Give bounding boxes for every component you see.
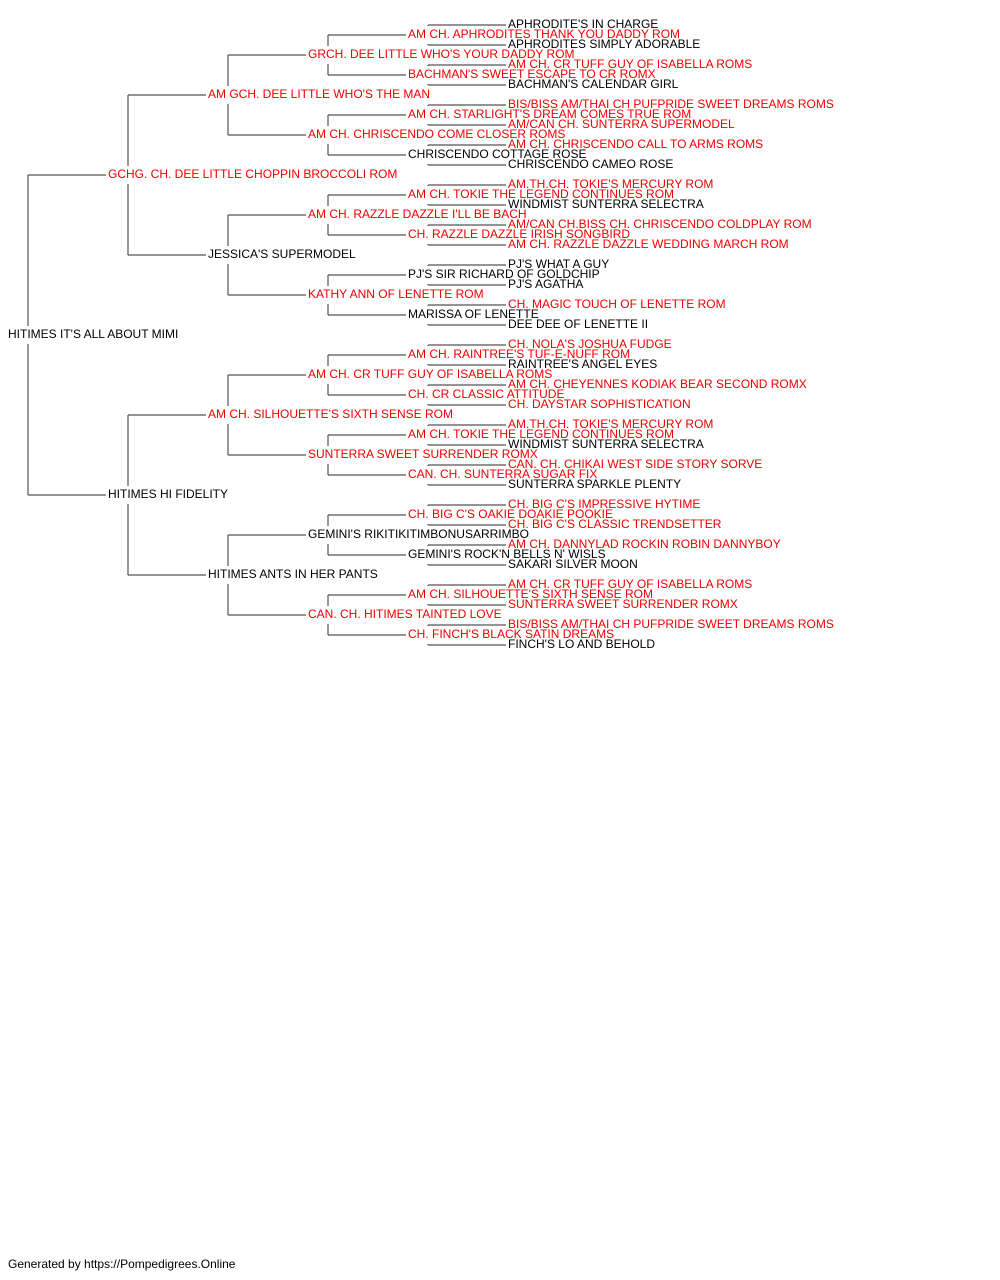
pedigree-entry-g5-6: AM CH. CHRISCENDO CALL TO ARMS ROMS bbox=[508, 137, 764, 151]
pedigree-entry-g5-30: BIS/BISS AM/THAI CH PUFPRIDE SWEET DREAM… bbox=[508, 617, 834, 631]
pedigree-entry-g4-0: AM CH. APHRODITES THANK YOU DADDY ROM bbox=[408, 27, 681, 41]
pedigree-entry-g5-26: AM CH. DANNYLAD ROCKIN ROBIN DANNYBOY bbox=[508, 537, 781, 551]
pedigree-entry-g4-8: AM CH. RAINTREE'S TUF-E-NUFF ROM bbox=[408, 347, 631, 361]
pedigree-entry-g3-6: GEMINI'S RIKITIKITIMBONUSARRIMBO bbox=[308, 527, 529, 541]
pedigree-entry-g2-2: AM CH. SILHOUETTE'S SIXTH SENSE ROM bbox=[208, 407, 453, 421]
pedigree-entry-g4-10: AM CH. TOKIE THE LEGEND CONTINUES ROM bbox=[408, 427, 675, 441]
pedigree-entry-g5-2: AM CH. CR TUFF GUY OF ISABELLA ROMS bbox=[508, 57, 753, 71]
pedigree-entry-g2-1: JESSICA'S SUPERMODEL bbox=[208, 247, 356, 261]
pedigree-entry-g4-9: CH. CR CLASSIC ATTITUDE bbox=[408, 387, 565, 401]
pedigree-entry-g4-3: CHRISCENDO COTTAGE ROSE bbox=[408, 147, 587, 161]
pedigree-entry-g1-1: HITIMES HI FIDELITY bbox=[108, 487, 229, 501]
pedigree-entry-g1-0: GCHG. CH. DEE LITTLE CHOPPIN BROCCOLI RO… bbox=[108, 167, 398, 181]
pedigree-entry-g5-15: DEE DEE OF LENETTE II bbox=[508, 317, 649, 331]
pedigree-entry-g2-0: AM GCH. DEE LITTLE WHO'S THE MAN bbox=[208, 87, 431, 101]
pedigree-entry-g5-12: PJ'S WHAT A GUY bbox=[508, 257, 610, 271]
pedigree-entry-g5-22: CAN. CH. CHIKAI WEST SIDE STORY SORVE bbox=[508, 457, 763, 471]
pedigree-entry-g4-11: CAN. CH. SUNTERRA SUGAR FIX bbox=[408, 467, 598, 481]
pedigree-entry-g5-1: APHRODITES SIMPLY ADORABLE bbox=[508, 37, 701, 51]
pedigree-entry-g4-5: CH. RAZZLE DAZZLE IRISH SONGBIRD bbox=[408, 227, 631, 241]
pedigree-entry-g4-12: CH. BIG C'S OAKIE DOAKIE POOKIE bbox=[408, 507, 614, 521]
pedigree-entry-g4-13: GEMINI'S ROCK'N BELLS N' WISLS bbox=[408, 547, 606, 561]
pedigree-entry-g4-2: AM CH. STARLIGHT'S DREAM COMES TRUE ROM bbox=[408, 107, 692, 121]
pedigree-entry-g5-20: AM.TH.CH. TOKIE'S MERCURY ROM bbox=[508, 417, 714, 431]
pedigree-entry-g4-4: AM CH. TOKIE THE LEGEND CONTINUES ROM bbox=[408, 187, 675, 201]
pedigree-entry-g5-5: AM/CAN CH. SUNTERRA SUPERMODEL bbox=[508, 117, 735, 131]
pedigree-entry-g3-4: AM CH. CR TUFF GUY OF ISABELLA ROMS bbox=[308, 367, 553, 381]
pedigree-entry-g5-3: BACHMAN'S CALENDAR GIRL bbox=[508, 77, 679, 91]
pedigree-entry-g5-24: CH. BIG C'S IMPRESSIVE HYTIME bbox=[508, 497, 701, 511]
pedigree-entry-g5-25: CH. BIG C'S CLASSIC TRENDSETTER bbox=[508, 517, 722, 531]
pedigree-entry-g5-21: WINDMIST SUNTERRA SELECTRA bbox=[508, 437, 704, 451]
generated-by-footer: Generated by https://Pompedigrees.Online bbox=[8, 1257, 236, 1271]
pedigree-entry-g0-0: HITIMES IT'S ALL ABOUT MIMI bbox=[8, 327, 179, 341]
pedigree-entry-g3-1: AM CH. CHRISCENDO COME CLOSER ROMS bbox=[308, 127, 566, 141]
pedigree-entry-g5-23: SUNTERRA SPARKLE PLENTY bbox=[508, 477, 682, 491]
pedigree-entry-g5-18: AM CH. CHEYENNES KODIAK BEAR SECOND ROMX bbox=[508, 377, 807, 391]
pedigree-entry-g4-7: MARISSA OF LENETTE bbox=[408, 307, 539, 321]
pedigree-entry-g5-19: CH. DAYSTAR SOPHISTICATION bbox=[508, 397, 691, 411]
pedigree-entry-g5-10: AM/CAN CH.BISS CH. CHRISCENDO COLDPLAY R… bbox=[508, 217, 812, 231]
pedigree-entry-g5-8: AM.TH.CH. TOKIE'S MERCURY ROM bbox=[508, 177, 714, 191]
pedigree-entry-g4-14: AM CH. SILHOUETTE'S SIXTH SENSE ROM bbox=[408, 587, 653, 601]
pedigree-entry-g3-2: AM CH. RAZZLE DAZZLE I'LL BE BACH bbox=[308, 207, 527, 221]
pedigree-entry-g5-0: APHRODITE'S IN CHARGE bbox=[508, 17, 659, 31]
pedigree-entry-g2-3: HITIMES ANTS IN HER PANTS bbox=[208, 567, 378, 581]
pedigree-entry-g5-16: CH. NOLA'S JOSHUA FUDGE bbox=[508, 337, 672, 351]
pedigree-entry-g5-9: WINDMIST SUNTERRA SELECTRA bbox=[508, 197, 704, 211]
pedigree-entry-g4-6: PJ'S SIR RICHARD OF GOLDCHIP bbox=[408, 267, 600, 281]
pedigree-entry-g5-27: SAKARI SILVER MOON bbox=[508, 557, 638, 571]
pedigree-entry-g5-4: BIS/BISS AM/THAI CH PUFPRIDE SWEET DREAM… bbox=[508, 97, 834, 111]
pedigree-entry-g5-29: SUNTERRA SWEET SURRENDER ROMX bbox=[508, 597, 738, 611]
pedigree-entry-g5-17: RAINTREE'S ANGEL EYES bbox=[508, 357, 658, 371]
pedigree-entry-g3-0: GRCH. DEE LITTLE WHO'S YOUR DADDY ROM bbox=[308, 47, 575, 61]
pedigree-entry-g4-15: CH. FINCH'S BLACK SATIN DREAMS bbox=[408, 627, 615, 641]
pedigree-entry-g5-28: AM CH. CR TUFF GUY OF ISABELLA ROMS bbox=[508, 577, 753, 591]
pedigree-entry-g5-7: CHRISCENDO CAMEO ROSE bbox=[508, 157, 674, 171]
pedigree-entry-g4-1: BACHMAN'S SWEET ESCAPE TO CR ROMX bbox=[408, 67, 656, 81]
pedigree-entry-g3-3: KATHY ANN OF LENETTE ROM bbox=[308, 287, 484, 301]
pedigree-entry-g5-14: CH. MAGIC TOUCH OF LENETTE ROM bbox=[508, 297, 726, 311]
pedigree-entry-g3-5: SUNTERRA SWEET SURRENDER ROMX bbox=[308, 447, 538, 461]
pedigree-entry-g5-11: AM CH. RAZZLE DAZZLE WEDDING MARCH ROM bbox=[508, 237, 789, 251]
pedigree-entry-g3-7: CAN. CH. HITIMES TAINTED LOVE bbox=[308, 607, 502, 621]
pedigree-entry-g5-13: PJ'S AGATHA bbox=[508, 277, 584, 291]
pedigree-entry-g5-31: FINCH'S LO AND BEHOLD bbox=[508, 637, 655, 651]
